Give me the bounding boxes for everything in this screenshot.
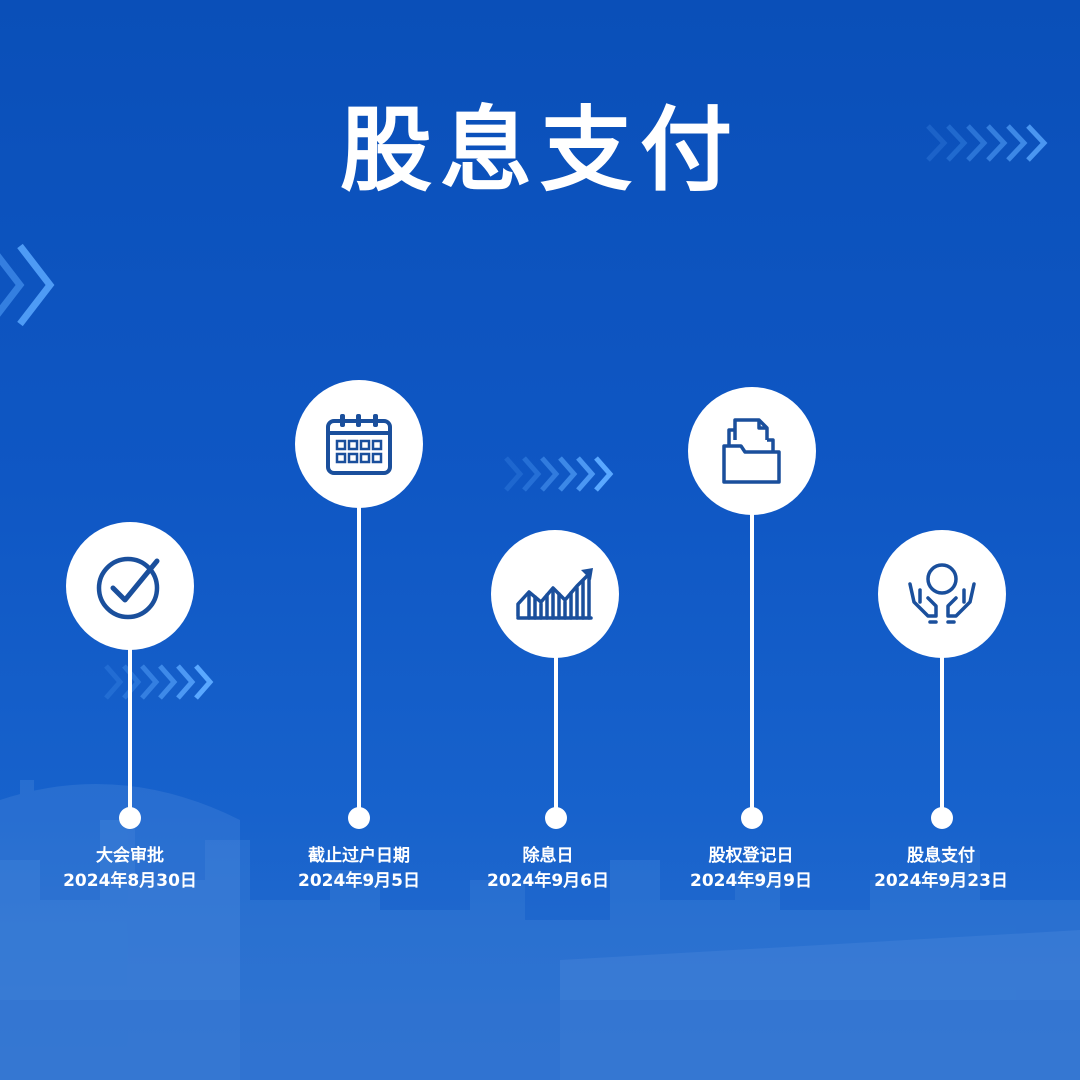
- rising-chart-icon: [515, 566, 595, 622]
- milestone-name: 截止过户日期: [249, 844, 469, 869]
- milestone-date: 2024年9月23日: [831, 869, 1051, 894]
- checkmark-circle-icon: [95, 551, 165, 621]
- chevron-arrows-decoration-left: [0, 240, 70, 330]
- timeline-stem: [357, 498, 361, 818]
- milestone-date: 2024年9月6日: [438, 869, 658, 894]
- timeline-stem: [554, 650, 558, 818]
- milestone-label: 股息支付 2024年9月23日: [831, 844, 1051, 894]
- milestone-icon-circle: [491, 530, 619, 658]
- timeline-dot: [348, 807, 370, 829]
- calendar-icon: [324, 411, 394, 477]
- milestone-name: 股息支付: [831, 844, 1051, 869]
- milestone-label: 截止过户日期 2024年9月5日: [249, 844, 469, 894]
- milestone-name: 除息日: [438, 844, 658, 869]
- timeline-dot: [545, 807, 567, 829]
- chevron-arrows-decoration-lower-left: [100, 660, 225, 704]
- page-title: 股息支付: [0, 100, 1080, 201]
- folder-documents-icon: [721, 416, 783, 486]
- milestone-icon-circle: [295, 380, 423, 508]
- hands-coin-icon: [906, 562, 978, 626]
- milestone-name: 大会审批: [20, 844, 240, 869]
- milestone-icon-circle: [66, 522, 194, 650]
- milestone-icon-circle: [878, 530, 1006, 658]
- timeline-dot: [741, 807, 763, 829]
- timeline-stem: [940, 650, 944, 818]
- chevron-arrows-decoration-top-right: [920, 118, 1050, 168]
- milestone-name: 股权登记日: [641, 844, 861, 869]
- timeline-stem: [128, 640, 132, 818]
- timeline-dot: [119, 807, 141, 829]
- timeline-dot: [931, 807, 953, 829]
- milestone-date: 2024年8月30日: [20, 869, 240, 894]
- milestone-label: 大会审批 2024年8月30日: [20, 844, 240, 894]
- milestone-date: 2024年9月5日: [249, 869, 469, 894]
- milestone-label: 股权登记日 2024年9月9日: [641, 844, 861, 894]
- chevron-arrows-decoration-middle: [500, 452, 620, 496]
- milestone-label: 除息日 2024年9月6日: [438, 844, 658, 894]
- milestone-icon-circle: [688, 387, 816, 515]
- milestone-date: 2024年9月9日: [641, 869, 861, 894]
- timeline-stem: [750, 505, 754, 818]
